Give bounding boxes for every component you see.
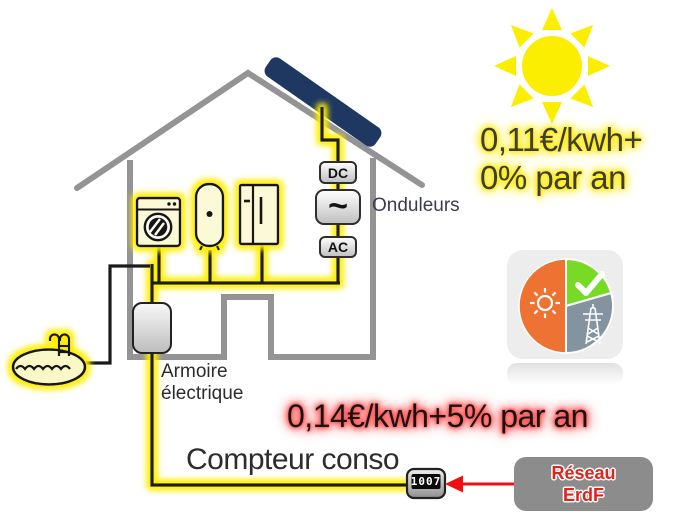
cabinet-label-line1: Armoire (161, 361, 228, 382)
arrow-left-icon (445, 475, 514, 493)
inverter-box (315, 189, 361, 225)
house-walls (127, 158, 376, 360)
grid-network-line2: ErdF (562, 485, 604, 505)
meter-display (411, 474, 441, 489)
appliances-group (135, 182, 280, 251)
grid-network-box (514, 457, 653, 511)
inverter-symbol: ~ (328, 186, 348, 225)
check-icon (575, 271, 605, 296)
house-roof (74, 69, 425, 191)
sun-glyph-icon (530, 288, 560, 318)
pie-icon-reflection (507, 363, 623, 385)
solar-panel-icon (264, 57, 382, 147)
pool-feed-wire (85, 264, 150, 365)
grid-network-line1: Réseau (551, 463, 616, 483)
water-heater-icon (194, 182, 225, 251)
ac-box (319, 236, 357, 258)
dc-box (319, 161, 357, 184)
inverter-label: Onduleurs (372, 195, 460, 216)
fridge-icon (238, 183, 280, 246)
solar-price-line1: 0,11€/kwh+ (480, 121, 643, 158)
electrical-cabinet-box (132, 302, 172, 354)
grid-price-label: 0,14€/kwh+5% par an (287, 398, 588, 434)
cabinet-to-meter-wire (150, 352, 408, 487)
pool-ladder (48, 333, 71, 356)
pool-icon (11, 333, 87, 386)
pie-solar-slice (518, 258, 567, 354)
ac-box-label: AC (327, 239, 349, 255)
meter-value: 1007 (410, 474, 442, 488)
grid-network-label: Réseau ErdF (514, 457, 653, 511)
pylon-icon (583, 304, 603, 345)
dc-box-label: DC (327, 164, 349, 181)
inverter-chain (315, 161, 361, 258)
solar-price-line2: 0% par an (480, 159, 626, 196)
energy-mix-pie-icon (507, 250, 623, 385)
solar-price-label: 0,11€/kwh+ 0% par an (480, 121, 643, 197)
pool-water-wave (15, 364, 71, 371)
house-icon (74, 69, 425, 360)
consumption-meter (405, 467, 447, 500)
washing-machine-icon (135, 196, 182, 248)
sun-icon (494, 8, 610, 124)
cabinet-label-line2: électrique (161, 383, 244, 404)
pie-green-slice (565, 257, 613, 308)
electrical-cabinet-label: Armoire électrique (161, 361, 243, 405)
meter-label: Compteur conso (186, 443, 400, 476)
